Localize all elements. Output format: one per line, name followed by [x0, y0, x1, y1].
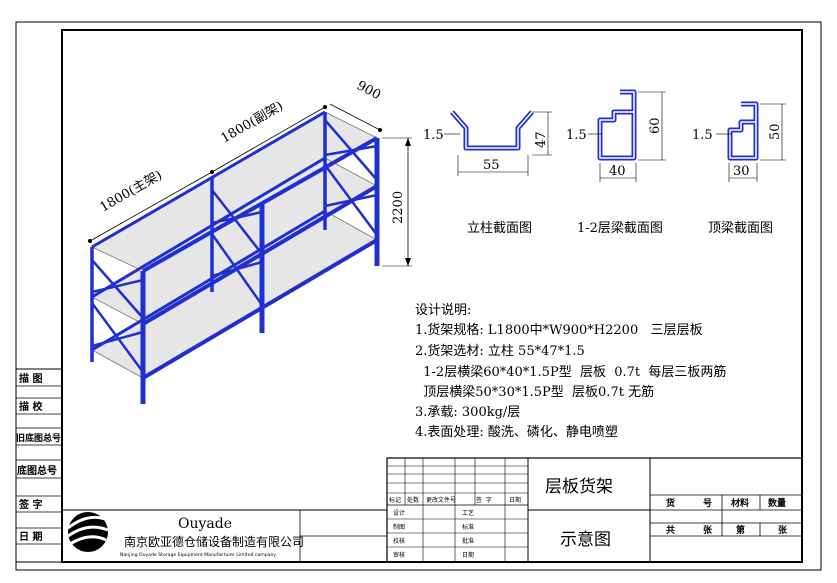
- company-logo-icon: [67, 512, 109, 552]
- label-process: 工艺: [462, 509, 474, 517]
- label-review: 审核: [393, 551, 405, 559]
- side-label-2: 描 校: [19, 400, 43, 413]
- info-item: 货: [666, 497, 675, 509]
- rev-count: 处数: [407, 496, 419, 504]
- company-name-cn: 南京欧亚德仓储设备制造有限公司: [124, 534, 304, 549]
- notes-line-5: 3.承载: 300kg/层: [415, 405, 520, 420]
- rev-doc-no: 更改文件号: [426, 496, 456, 504]
- section-upright-thickness: 1.5: [423, 128, 444, 143]
- info-quantity: 数量: [768, 497, 786, 509]
- side-label-4: 底图总号: [17, 464, 57, 477]
- notes-title: 设计说明:: [415, 303, 471, 318]
- section-upright-caption: 立柱截面图: [467, 221, 532, 236]
- label-standard: 标准: [462, 523, 474, 531]
- outer-border: [15, 21, 822, 571]
- section-upright-height: 47: [534, 131, 549, 148]
- info-number: 号: [703, 498, 712, 509]
- side-label-1: 描 图: [19, 372, 42, 385]
- notes-line-2: 2.货架选材: 立柱 55*47*1.5: [415, 343, 585, 359]
- info-total: 共: [666, 524, 675, 536]
- section-beam-lower-caption: 1-2层梁截面图: [577, 221, 663, 236]
- label-draw: 制图: [393, 523, 405, 531]
- notes-line-3: 1-2层横梁60*40*1.5P型 层板 0.7t 每层三板两筋: [415, 364, 726, 380]
- section-beam-lower-height: 60: [648, 117, 663, 134]
- notes-line-6: 4.表面处理: 酸洗、磷化、静电喷塑: [415, 425, 618, 440]
- rack-illustration: 1800(主架) 1800(副架) 900 2200: [88, 78, 412, 404]
- info-sheet-no: 第: [736, 524, 745, 536]
- section-beam-lower-thickness: 1.5: [566, 128, 587, 143]
- section-beam-top: 1.5 30 50 顶梁截面图: [692, 101, 786, 236]
- design-notes: 设计说明: 1.货架规格: L1800中*W900*H2200 三层层板 2.货…: [415, 303, 726, 440]
- section-beam-top-width: 30: [733, 164, 750, 179]
- rev-date: 日期: [509, 496, 521, 504]
- notes-line-1: 1.货架规格: L1800中*W900*H2200 三层层板: [415, 322, 703, 338]
- info-material: 材料: [730, 497, 749, 509]
- company-name-en: Ouyade: [178, 516, 232, 532]
- label-date: 日期: [462, 551, 474, 559]
- side-label-5: 签 字: [18, 498, 42, 511]
- section-beam-lower: 1.5 40 60 1-2层梁截面图: [566, 89, 666, 236]
- drawing-name: 示意图: [560, 530, 611, 550]
- dim-height: 2200: [391, 191, 406, 224]
- section-beam-lower-width: 40: [609, 164, 626, 179]
- product-name: 层板货架: [545, 477, 613, 497]
- side-label-table: 描 图 描 校 旧底图总号 底图总号 签 字 日 期: [15, 368, 63, 563]
- section-upright-width: 55: [483, 158, 500, 173]
- section-beam-top-height: 50: [768, 123, 783, 140]
- info-sheet-suffix: 张: [778, 524, 788, 536]
- section-beam-top-caption: 顶梁截面图: [708, 221, 773, 236]
- notes-line-4: 顶层横梁50*30*1.5P型 层板0.7t 无筋: [415, 384, 654, 400]
- dim-depth: 900: [354, 78, 383, 103]
- side-label-6: 日 期: [19, 530, 42, 543]
- section-upright: 1.5 55 47 立柱截面图: [423, 110, 552, 236]
- info-sheets: 张: [703, 524, 713, 536]
- rev-sign: 签 字: [476, 496, 492, 504]
- section-beam-top-thickness: 1.5: [692, 128, 713, 143]
- label-approve: 批准: [462, 537, 474, 545]
- label-design: 设计: [393, 509, 405, 517]
- title-block: Ouyade 南京欧亚德仓储设备制造有限公司 Nanjing Ouyade St…: [62, 457, 803, 563]
- dim-main-length: 1800(主架): [98, 168, 165, 216]
- rev-mark: 标记: [389, 496, 401, 504]
- company-name-full-en: Nanjing Ouyade Storage Equipment Manufac…: [120, 552, 276, 558]
- side-label-3: 旧底图总号: [16, 432, 61, 444]
- label-check: 校核: [393, 537, 405, 545]
